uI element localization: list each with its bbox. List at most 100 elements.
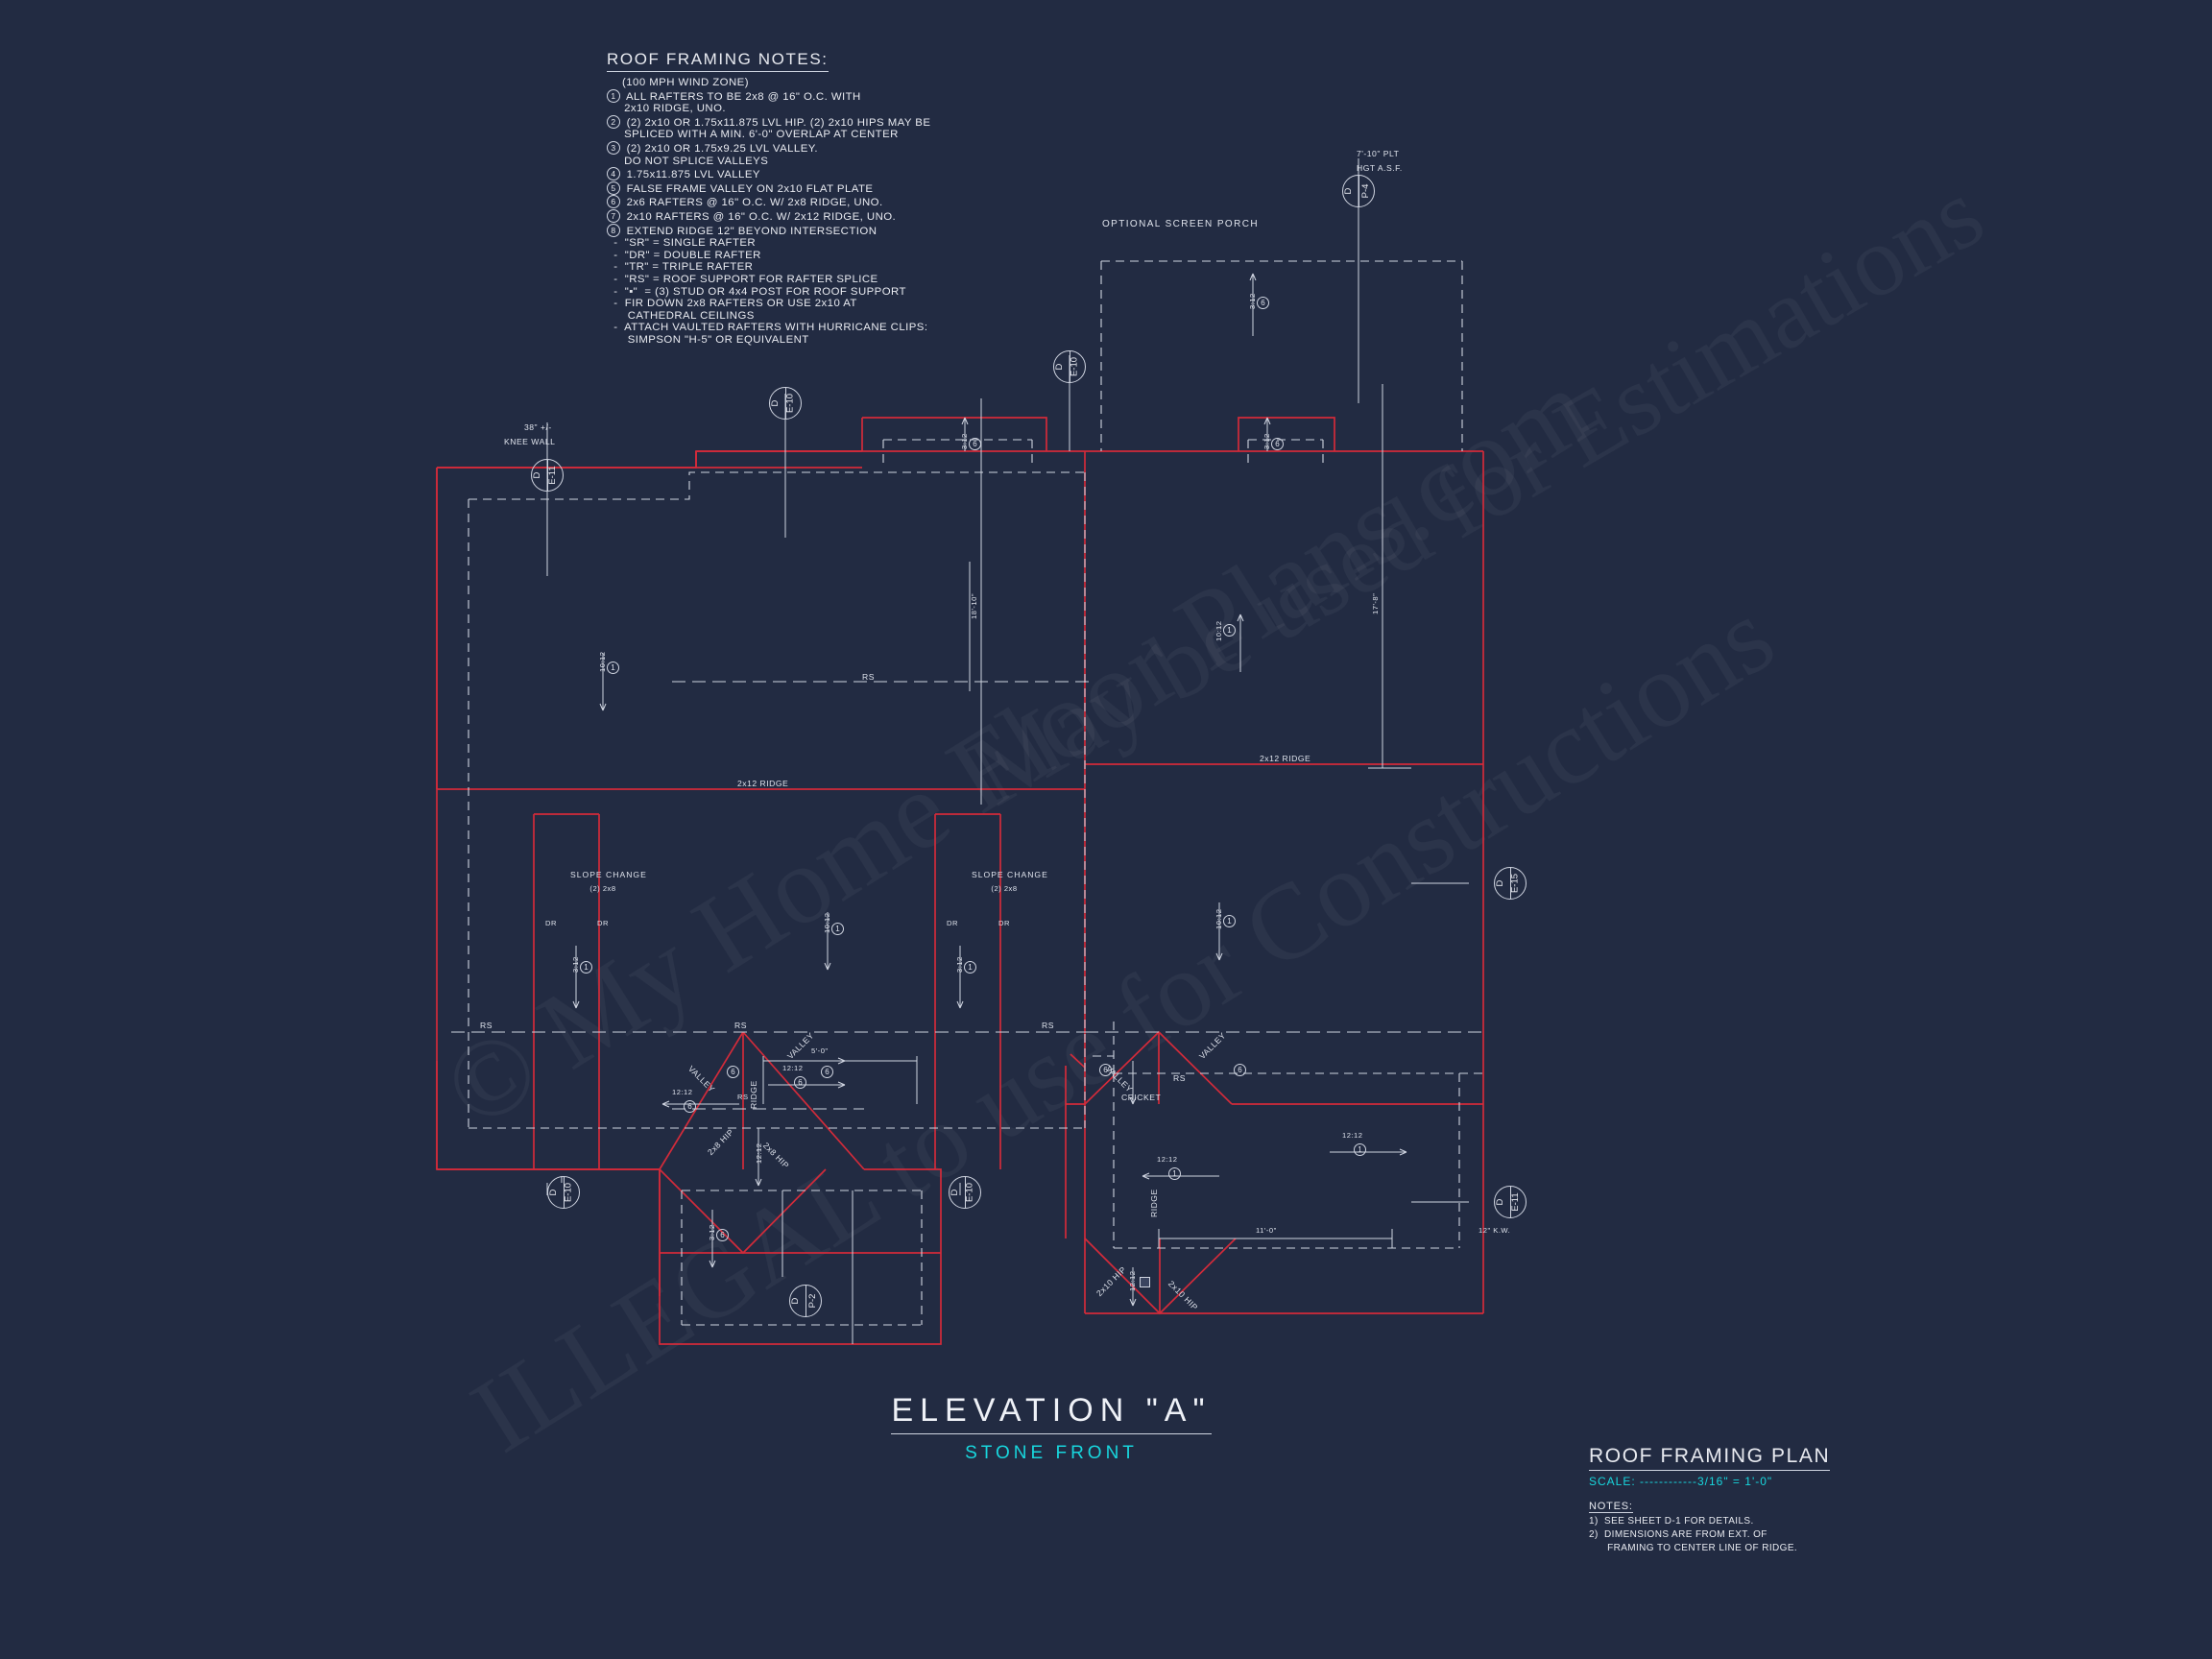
note-circle-1a: 1 bbox=[607, 661, 619, 674]
plan-note-1: 1) SEE SHEET D-1 FOR DETAILS. bbox=[1589, 1516, 1754, 1527]
note-circle-1f: 1 bbox=[964, 961, 976, 974]
bubble-right-mid[interactable]: D E-15 bbox=[1494, 867, 1527, 900]
slope-change-label-left: SLOPE CHANGE bbox=[570, 870, 647, 879]
notes-item-6-line-1: 6 2x6 RAFTERS @ 16" O.C. W/ 2x8 RIDGE, U… bbox=[607, 195, 1058, 209]
roof-edge-lines bbox=[436, 417, 1484, 1345]
bubble-porch-left[interactable]: D E-10 bbox=[1053, 350, 1086, 383]
notes-heading: ROOF FRAMING NOTES: bbox=[607, 50, 829, 72]
plan-title: ROOF FRAMING PLAN bbox=[1589, 1445, 1831, 1471]
bubble-porch-gable[interactable]: D P-2 bbox=[789, 1285, 822, 1317]
note-number-circle: 8 bbox=[607, 223, 620, 237]
plan-scale: SCALE: ------------3/16" = 1'-0" bbox=[1589, 1475, 1773, 1488]
bubble-left-upper-bottom: E-10 bbox=[784, 393, 796, 414]
note-circle-6a: 6 bbox=[1257, 297, 1269, 309]
bubble-knee-wall[interactable]: D E-11 bbox=[531, 459, 564, 492]
notes-item-1-line-2: 2x10 RIDGE, UNO. bbox=[607, 103, 727, 115]
bubble-porch-right-bottom: P-4 bbox=[1360, 183, 1372, 199]
bubble-left-upper[interactable]: D E-10 bbox=[769, 387, 802, 420]
notes-dashed-item-1-line-1: - "SR" = SINGLE RAFTER bbox=[607, 237, 757, 250]
bubble-low-left-bottom: E-10 bbox=[563, 1182, 574, 1203]
optional-screen-porch-label: OPTIONAL SCREEN PORCH bbox=[1102, 219, 1259, 229]
bubble-low-mid-top: D bbox=[949, 1189, 960, 1196]
notes-dashed-item-4-line-1: - "RS" = ROOF SUPPORT FOR RAFTER SPLICE bbox=[607, 273, 878, 285]
notes-numbered-list: 1 ALL RAFTERS TO BE 2x8 @ 16" O.C. WITH … bbox=[607, 88, 1058, 238]
bubble-porch-gable-top: D bbox=[789, 1297, 801, 1305]
plate-height-line2: HGT A.S.F. bbox=[1357, 163, 1403, 173]
notes-dashed-item-5-line-1: - "▪" = (3) STUD OR 4x4 POST FOR ROOF SU… bbox=[607, 285, 906, 298]
notes-item-3-line-2: DO NOT SPLICE VALLEYS bbox=[607, 155, 769, 167]
rs-label-top: RS bbox=[862, 672, 875, 682]
note-number-circle: 6 bbox=[607, 195, 620, 209]
bubble-porch-right-top: D bbox=[1342, 187, 1354, 195]
slope-12-12-b: 12:12 bbox=[672, 1088, 693, 1096]
bubble-low-left-top: D bbox=[547, 1189, 559, 1196]
bubble-right-low[interactable]: D E-11 bbox=[1494, 1186, 1527, 1218]
rs-label-right: RS bbox=[1042, 1021, 1054, 1030]
bubble-knee-wall-top: D bbox=[531, 471, 542, 479]
slope-3-12-dormer-a: 3:12 bbox=[960, 433, 969, 449]
dr-label-2: DR bbox=[597, 919, 609, 927]
plan-title-block: ROOF FRAMING PLAN SCALE: ------------3/1… bbox=[1589, 1445, 1858, 1554]
ridge-label-wing: RIDGE bbox=[1149, 1189, 1159, 1217]
slope-3-12-porch-gable: 3:12 bbox=[708, 1224, 716, 1240]
rs-label-center: RS bbox=[734, 1021, 747, 1030]
notes-item-5-line-1: 5 FALSE FRAME VALLEY ON 2x10 FLAT PLATE bbox=[607, 180, 1058, 196]
bubble-low-mid[interactable]: D E-10 bbox=[949, 1176, 981, 1209]
slope-10-12-b: 10:12 bbox=[823, 912, 831, 933]
slope-12-12-d: 12:12 bbox=[1157, 1155, 1178, 1164]
dim-18-10: 18'-10" bbox=[970, 592, 978, 619]
note-number-circle: 2 bbox=[607, 114, 620, 129]
rs-label-gable: RS bbox=[737, 1093, 749, 1101]
note-circle-1d: 1 bbox=[1223, 915, 1236, 927]
slope-3-12-a: 3:12 bbox=[571, 956, 580, 973]
plan-notes-heading: NOTES: bbox=[1589, 1501, 1633, 1513]
slope-12-12-e: 12:12 bbox=[1342, 1131, 1363, 1140]
dim-5-0: 5'-0" bbox=[811, 1046, 829, 1055]
bubble-right-low-top: D bbox=[1494, 1198, 1505, 1206]
slope-change-label-right: SLOPE CHANGE bbox=[972, 870, 1048, 879]
bubble-right-mid-bottom: E-15 bbox=[1509, 873, 1521, 894]
ridge-label-left: 2x12 RIDGE bbox=[737, 779, 789, 788]
notes-item-1-line-1: 1 ALL RAFTERS TO BE 2x8 @ 16" O.C. WITH bbox=[607, 88, 1058, 104]
note-number-circle: 5 bbox=[607, 180, 620, 195]
note-circle-1g: 1 bbox=[1168, 1167, 1181, 1180]
dr-label-1: DR bbox=[545, 919, 557, 927]
slope-12-12-f: 12:12 bbox=[1128, 1270, 1137, 1291]
wall-lines-dashed bbox=[468, 260, 1483, 1326]
bubble-right-mid-top: D bbox=[1494, 879, 1505, 887]
notes-item-3-line-1: 3 (2) 2x10 OR 1.75x9.25 LVL VALLEY. bbox=[607, 140, 1058, 156]
notes-dashed-list: - "SR" = SINGLE RAFTER - "DR" = DOUBLE R… bbox=[607, 237, 1058, 346]
note-circle-1h: 1 bbox=[1354, 1143, 1366, 1156]
roof-support-lines bbox=[451, 681, 1483, 1110]
note-circle-6b: 6 bbox=[969, 438, 981, 450]
note-circle-6d: 6 bbox=[716, 1229, 729, 1241]
bubble-porch-left-bottom: E-10 bbox=[1069, 356, 1080, 377]
slope-3-12-dormer-b: 3:12 bbox=[1262, 433, 1271, 449]
dr-label-3: DR bbox=[947, 919, 958, 927]
post-symbol bbox=[1140, 1277, 1150, 1287]
leader-lines bbox=[546, 158, 1469, 1344]
bubble-porch-right[interactable]: D P-4 bbox=[1342, 175, 1375, 207]
bubble-knee-wall-bottom: E-11 bbox=[546, 466, 558, 485]
note-circle-5d: 6 bbox=[1234, 1064, 1246, 1076]
note-circle-1b: 1 bbox=[831, 923, 844, 935]
note-number-circle: 3 bbox=[607, 140, 620, 155]
notes-dashed-item-7-line-1: - ATTACH VAULTED RAFTERS WITH HURRICANE … bbox=[607, 322, 928, 334]
note-number-circle: 7 bbox=[607, 208, 620, 223]
bubble-low-left[interactable]: D E-10 bbox=[547, 1176, 580, 1209]
note-circle-1c: 1 bbox=[1223, 624, 1236, 637]
slope-10-12-a: 10:12 bbox=[598, 651, 607, 672]
notes-item-4-line-1: 4 1.75x11.875 LVL VALLEY bbox=[607, 167, 1058, 181]
bubble-porch-gable-bottom: P-2 bbox=[807, 1293, 819, 1309]
slope-10-12-c: 10:12 bbox=[1214, 620, 1223, 641]
notes-subheading: (100 MPH WIND ZONE) bbox=[622, 77, 749, 88]
ridge-label-right: 2x12 RIDGE bbox=[1260, 754, 1311, 763]
note-circle-6c: 6 bbox=[1271, 438, 1284, 450]
slope-10-12-d: 10:12 bbox=[1214, 908, 1223, 929]
notes-dashed-item-6-line-2: CATHEDRAL CEILINGS bbox=[607, 309, 755, 322]
cricket-label: CRICKET bbox=[1121, 1093, 1162, 1102]
plate-height-line1: 7'-10" PLT bbox=[1357, 149, 1400, 158]
knee-wall-dim-label: 38" +/- bbox=[524, 422, 552, 432]
